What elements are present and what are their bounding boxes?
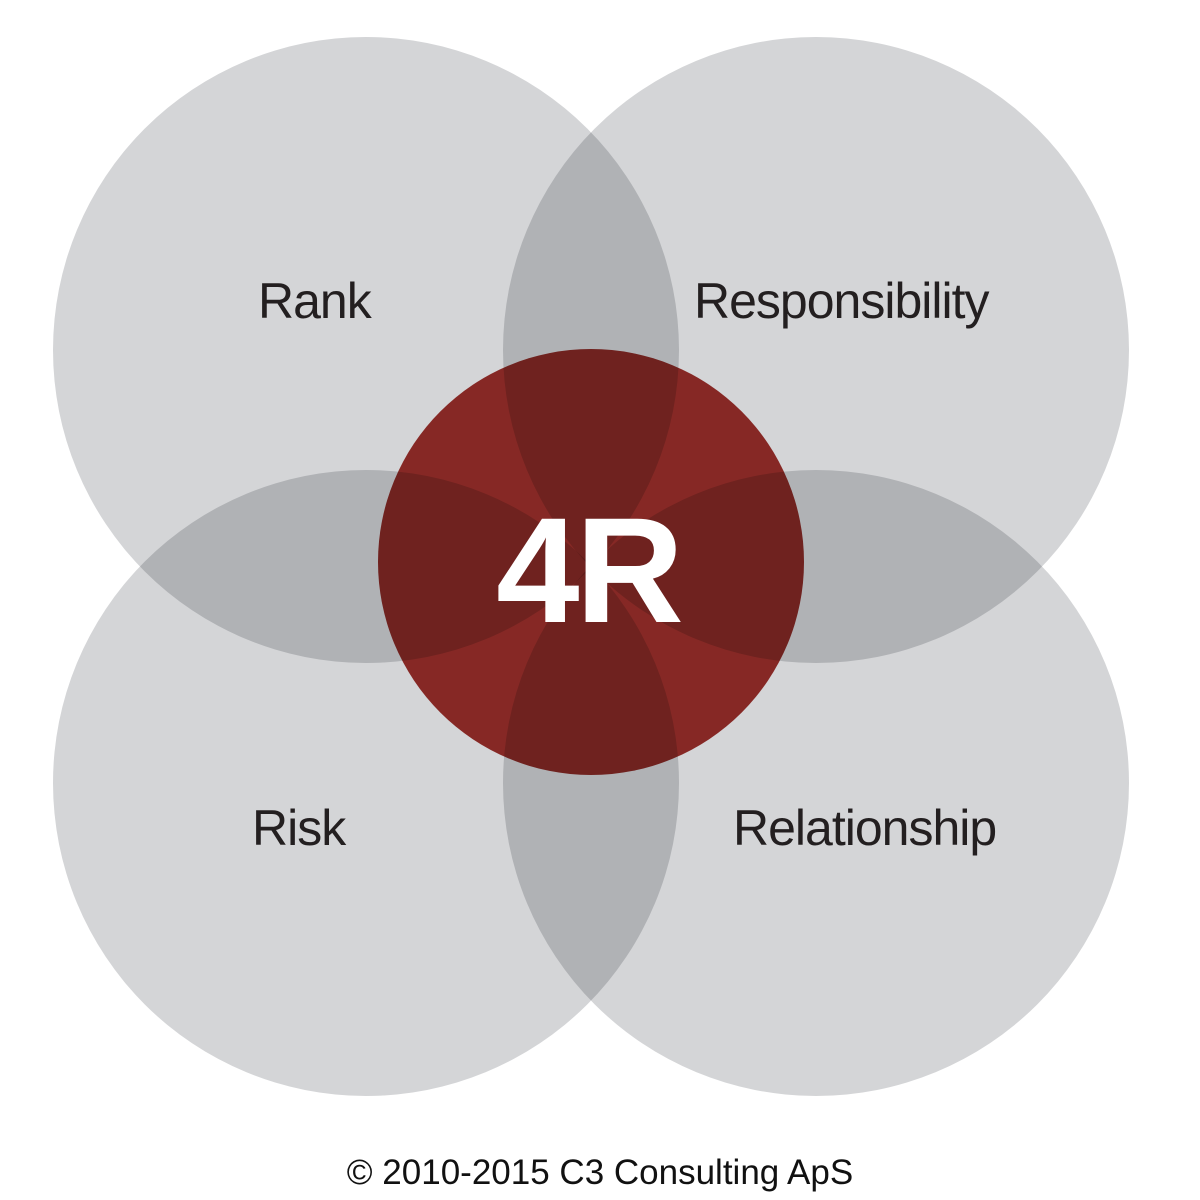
center-label: 4R — [496, 486, 681, 654]
label-relationship: Relationship — [733, 800, 996, 856]
copyright-notice: © 2010-2015 C3 Consulting ApS — [346, 1153, 854, 1192]
label-responsibility: Responsibility — [694, 273, 989, 329]
center-circle — [378, 349, 804, 775]
label-rank: Rank — [258, 273, 373, 329]
label-risk: Risk — [252, 800, 347, 856]
